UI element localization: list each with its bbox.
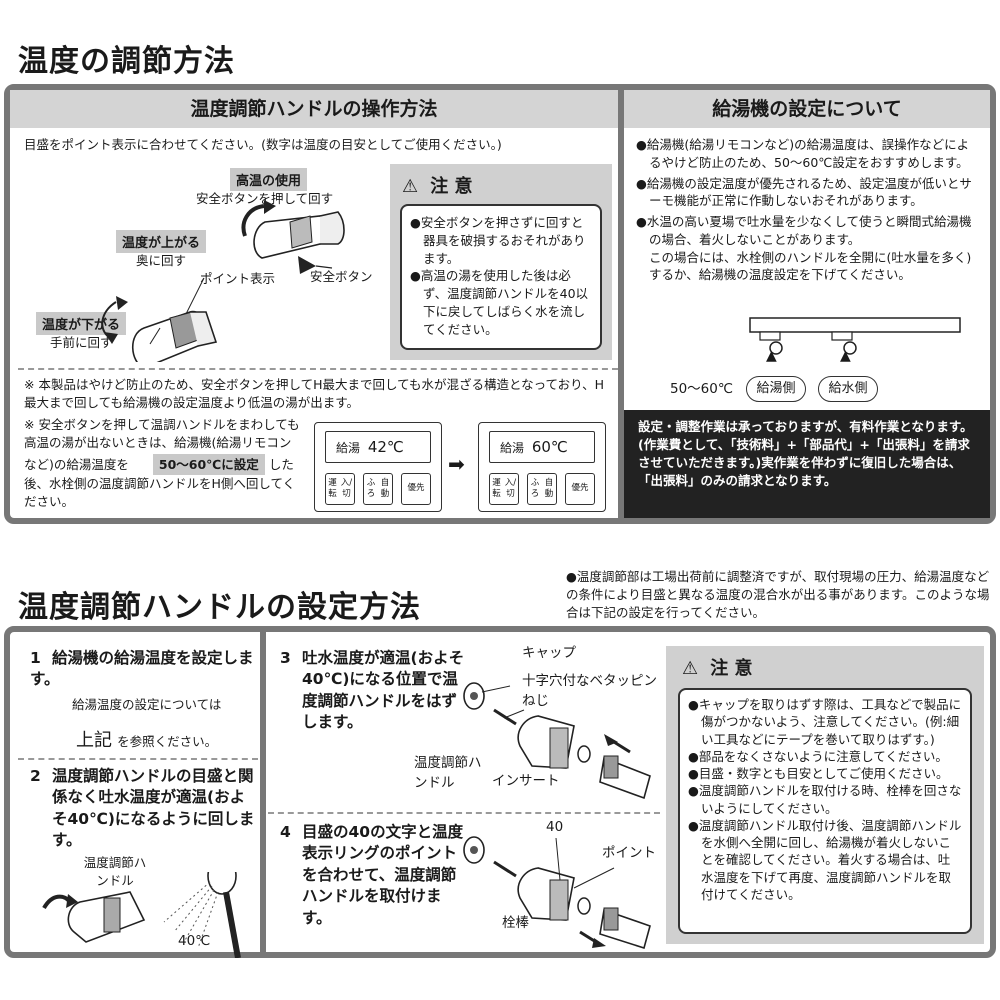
label-cold-side: 給水側 [818, 376, 878, 402]
faucet-handle-drawing [101, 200, 345, 362]
tag-high-temp: 高温の使用 [230, 168, 308, 191]
divider [18, 758, 258, 760]
remote-button-bath-auto[interactable]: ふろ自動 [363, 473, 393, 505]
remote-button-bath-auto[interactable]: ふろ自動 [527, 473, 557, 505]
heater-item: ●水温の高い夏場で吐水量を少なくして使うと瞬間式給湯機の場合、着火しないことがあ… [636, 214, 972, 247]
step-3-label-insert: インサート [492, 773, 560, 789]
caution-item: ●温度調節ハンドル取付け後、温度調節ハンドルを水側へ全開に回し、給湯機が着火しな… [688, 817, 962, 902]
caution-title: 注 意 [710, 658, 753, 679]
step-1-ref: 上記 を参照ください。 [76, 730, 218, 751]
caution-item: ●温度調節ハンドルを取付ける時、栓棒を回さないようにしてください。 [688, 783, 962, 816]
step-3-label-cap: キャップ [522, 645, 576, 661]
arrow-up-icon: ▲ [766, 348, 777, 364]
heater-item: ●給湯機(給湯リモコンなど)の給湯温度は、誤操作などによるやけど防止のため、50… [636, 137, 970, 170]
step-2-label-temp: 40℃ [178, 933, 211, 949]
caution-box-top: ⚠ 注 意 ●安全ボタンを押さずに回すと器具を破損するおそれがあります。 ●高温… [390, 164, 612, 360]
heater-settings-text: ●給湯機(給湯リモコンなど)の給湯温度は、誤操作などによるやけど防止のため、50… [636, 136, 980, 284]
faucet-body-drawing [749, 317, 961, 355]
handle-assembly-drawing [463, 836, 651, 950]
caution-item: ●目盛・数字とも目安としてご使用ください。 [688, 766, 949, 781]
remote-display-after: 給湯 60℃ [489, 431, 595, 463]
caution-title: 注 意 [430, 176, 473, 197]
temp-up-desc: 奥に回す [136, 253, 187, 268]
warning-triangle-icon: ⚠ [682, 658, 699, 679]
step-3-label-handle: 温度調節ハンドル [414, 755, 482, 791]
caution-list-top: ●安全ボタンを押さずに回すと器具を破損するおそれがあります。 ●高温の湯を使用し… [410, 214, 592, 338]
handle-disassembly-drawing [463, 682, 651, 800]
heater-temp-label: 50〜60℃ [670, 381, 734, 397]
note-safety-structure: ※ 本製品はやけど防止のため、安全ボタンを押してH最大まで回しても水が混ざる構造… [24, 377, 604, 410]
top-panel: 温度調節ハンドルの操作方法 目盛をポイント表示に合わせてください。(数字は温度の… [4, 84, 996, 524]
step-3-label-screw: 十字穴付なベタッピンねじ [522, 673, 657, 709]
tag-set-50-60: 50〜60℃に設定 [152, 453, 265, 476]
handle-illustration: 高温の使用 安全ボタンを押して回す 温度が上がる 奥に回す ポイント表示 安全ボ… [20, 162, 390, 362]
arrow-right-icon: ➡ [448, 452, 465, 476]
shower-handle-drawing [42, 872, 241, 958]
heater-extra-note: この場合には、水栓側のハンドルを全開に(吐水量を多く)するか、給湯機の温度設定を… [649, 249, 972, 283]
caution-item: ●安全ボタンを押さずに回すと器具を破損するおそれがあります。 [410, 215, 586, 266]
section-title-temperature-adjustment: 温度の調節方法 [18, 44, 235, 79]
step-2-label-handle: 温度調節ハンドル [83, 855, 147, 888]
label-safety-button: 安全ボタン [310, 269, 373, 284]
caution-item: ●キャップを取りはずす際は、工具などで製品に傷がつかないよう、注意してください。… [688, 697, 962, 747]
label-point-display: ポイント表示 [200, 271, 276, 286]
remote-button-power[interactable]: 運転入/切 [489, 473, 519, 505]
label-hot-side: 給湯側 [746, 376, 806, 402]
caution-item: ●部品をなくさないように注意してください。 [688, 748, 948, 764]
step-1-sub: 給湯温度の設定については [72, 697, 222, 712]
step-4-label-40: 40 [546, 819, 564, 835]
paid-service-notice: 設定・調整作業は承っておりますが、有料作業となります。(作業費として、「技術料」… [624, 410, 990, 518]
remote-button-priority[interactable]: 優先 [565, 473, 595, 505]
heater-item: ●給湯機の設定温度が優先されるため、設定温度が低いとサーモ機能が正常に作動しない… [636, 175, 972, 209]
divider [18, 368, 618, 370]
column-separator [260, 632, 266, 952]
caution-item: ●高温の湯を使用した後は必ず、温度調節ハンドルを40以下に戻してしばらく水を流し… [410, 268, 589, 337]
step-4-label-point: ポイント [602, 845, 656, 861]
temp-down-desc: 手前に回す [50, 335, 113, 350]
divider [268, 812, 660, 814]
step-4-label-stem: 栓棒 [502, 915, 529, 931]
caution-list-bottom: ●キャップを取りはずす際は、工具などで製品に傷がつかないよう、注意してください。… [688, 696, 962, 903]
column-separator [618, 90, 624, 518]
heater-settings-header: 給湯機の設定について [624, 90, 990, 128]
section-title-handle-setting: 温度調節ハンドルの設定方法 [18, 590, 421, 625]
bottom-intro-note: ●温度調節部は工場出荷前に調整済ですが、取付現場の圧力、給湯温度などの条件により… [566, 569, 990, 620]
remote-button-priority[interactable]: 優先 [401, 473, 431, 505]
warning-triangle-icon: ⚠ [402, 176, 419, 197]
high-temp-desc: 安全ボタンを押して回す [196, 191, 334, 206]
remote-panel-before: 給湯 42℃ 運転入/切 ふろ自動 優先 [314, 422, 442, 512]
tag-temp-up: 温度が上がる [116, 230, 207, 253]
handle-operation-header: 温度調節ハンドルの操作方法 [10, 90, 618, 128]
remote-button-power[interactable]: 運転入/切 [325, 473, 355, 505]
arrow-up-icon: ▲ [840, 348, 851, 364]
caution-box-bottom: ⚠ 注 意 ●キャップを取りはずす際は、工具などで製品に傷がつかないよう、注意し… [666, 646, 984, 944]
note-high-temp: ※ 安全ボタンを押して温調ハンドルをまわしても高温の湯が出ないときは、給湯機(給… [24, 417, 300, 509]
remote-display-before: 給湯 42℃ [325, 431, 431, 463]
handle-operation-intro: 目盛をポイント表示に合わせてください。(数字は温度の目安としてご使用ください。) [24, 137, 502, 152]
remote-panel-after: 給湯 60℃ 運転入/切 ふろ自動 優先 [478, 422, 606, 512]
